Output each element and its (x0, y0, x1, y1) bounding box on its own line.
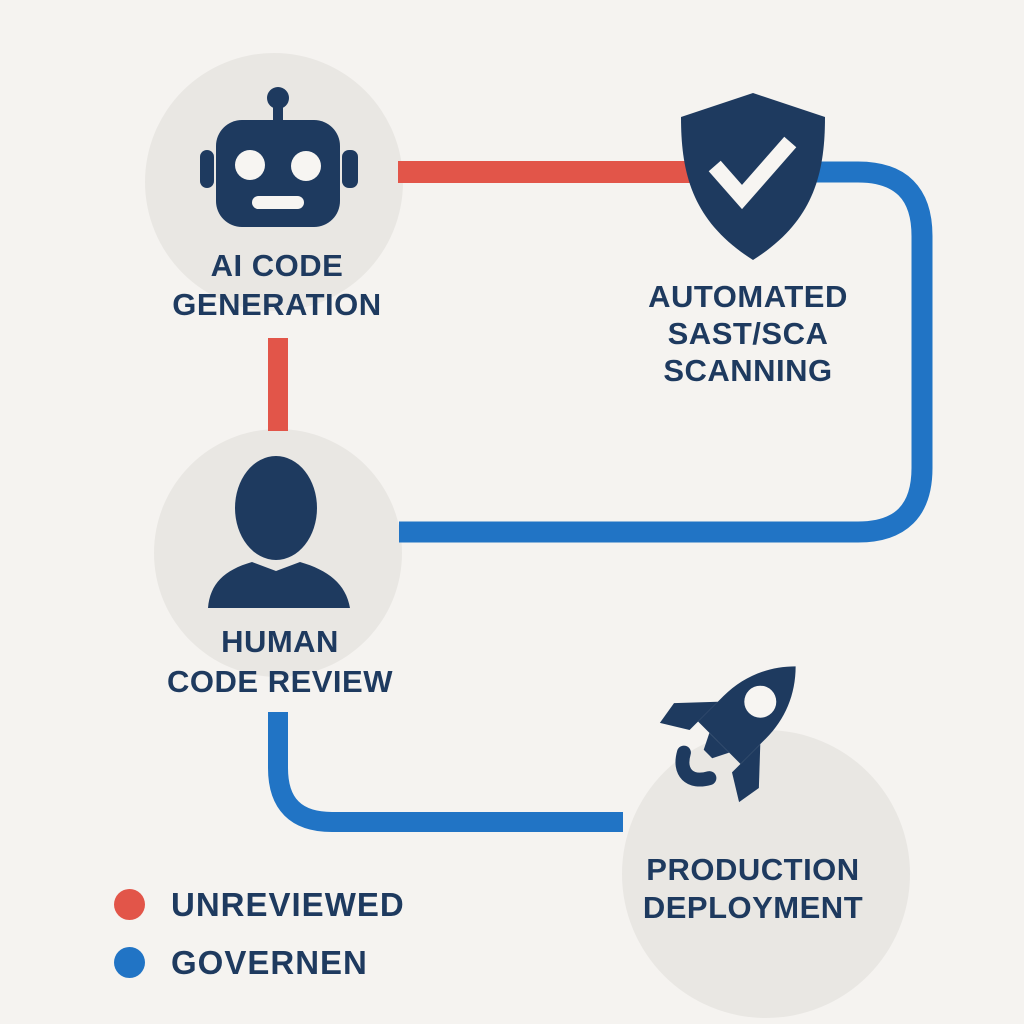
label-line: HUMAN (221, 624, 339, 659)
legend-dot-governed-icon (114, 947, 145, 978)
legend-item-governed: GOVERNEN (114, 944, 405, 981)
node-label-production-deployment: PRODUCTION DEPLOYMENT (553, 851, 953, 927)
label-line: SCANNING (663, 353, 833, 388)
label-line: PRODUCTION (646, 852, 860, 887)
node-label-automated-scanning: AUTOMATED SAST/SCA SCANNING (548, 278, 948, 389)
label-line: SAST/SCA (667, 316, 829, 351)
person-icon (208, 456, 350, 608)
label-line: GENERATION (172, 287, 382, 322)
legend-label-unreviewed: UNREVIEWED (171, 886, 405, 923)
legend-dot-unreviewed-icon (114, 889, 145, 920)
legend: UNREVIEWED GOVERNEN (114, 886, 405, 981)
legend-label-governed: GOVERNEN (171, 944, 368, 981)
label-line: DEPLOYMENT (642, 890, 864, 925)
label-line: AI CODE (210, 248, 344, 283)
label-line: CODE REVIEW (167, 664, 393, 699)
node-circle-production-deployment (622, 730, 910, 1018)
shield-check-icon (681, 93, 825, 260)
rocket-icon (659, 666, 796, 803)
node-label-human-code-review: HUMAN CODE REVIEW (80, 622, 480, 702)
edge-scanning-to-human (399, 161, 933, 543)
node-label-ai-code-generation: AI CODE GENERATION (77, 246, 477, 324)
robot-icon (200, 87, 358, 227)
label-line: AUTOMATED (648, 279, 848, 314)
legend-item-unreviewed: UNREVIEWED (114, 886, 405, 923)
edge-human-to-production (268, 712, 623, 832)
